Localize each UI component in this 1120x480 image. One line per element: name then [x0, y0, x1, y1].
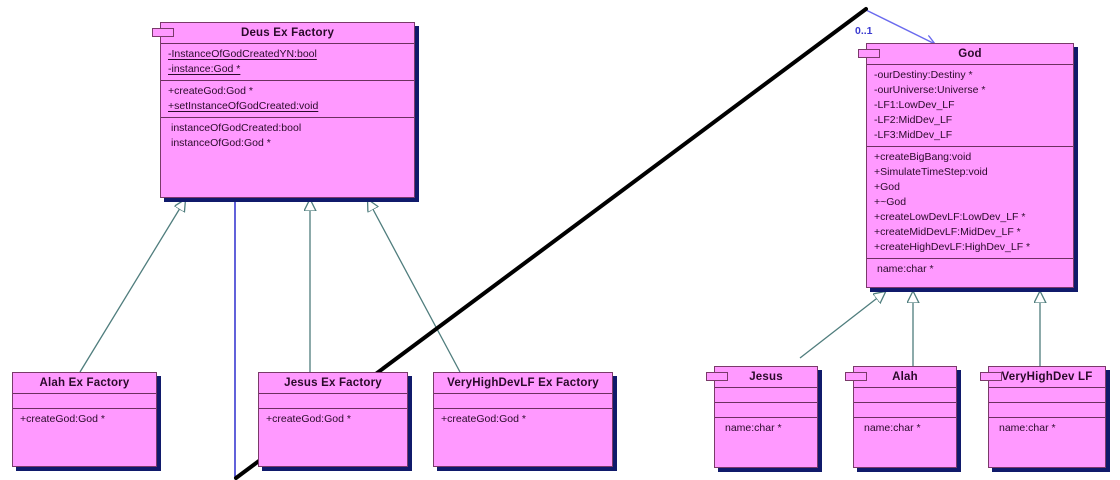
class-tab-icon-deus-ex-factory [152, 28, 174, 37]
class-section-extra-god: name:char * [867, 258, 1073, 280]
class-operation-row: +createGod:God * [20, 413, 105, 425]
class-operation-row: +createGod:God * [266, 413, 351, 425]
class-operation-row: +createBigBang:void [874, 151, 972, 163]
class-title-alah: Alah [892, 371, 918, 383]
class-section-operations-jesus-ex-factory: +createGod:God * [259, 408, 407, 430]
class-extra-row: name:char * [877, 263, 934, 275]
class-tab-icon-alah [845, 372, 867, 381]
class-attribute-row: -ourDestiny:Destiny * [874, 69, 973, 81]
class-operation-row: +createGod:God * [441, 413, 526, 425]
class-attribute-row: -InstanceOfGodCreatedYN:bool [168, 48, 317, 60]
class-title-veryhighdevlf-ex-factory: VeryHighDevLF Ex Factory [447, 377, 599, 389]
class-section-operations-alah-ex-factory: +createGod:God * [13, 408, 156, 430]
multiplicity-label-0-1: 0..1 [855, 25, 873, 37]
class-operation-row: +createHighDevLF:HighDev_LF * [874, 241, 1031, 253]
class-attribute-row: -LF3:MidDev_LF [874, 129, 953, 141]
class-operation-row: +createMidDevLF:MidDev_LF * [874, 226, 1021, 238]
class-title-alah-ex-factory: Alah Ex Factory [39, 377, 130, 389]
class-title-god: God [958, 48, 982, 60]
class-operation-row: +createLowDevLF:LowDev_LF * [874, 211, 1026, 223]
class-section-operations-deus-ex-factory: +createGod:God * +setInstanceOfGodCreate… [161, 80, 414, 117]
class-extra-row: instanceOfGodCreated:bool [171, 122, 302, 134]
class-operation-row: +createGod:God * [168, 85, 253, 97]
class-box-veryhighdevlf-ex-factory[interactable]: VeryHighDevLF Ex Factory +createGod:God … [433, 372, 613, 467]
class-attribute-row: -ourUniverse:Universe * [874, 84, 986, 96]
class-section-attributes-god: -ourDestiny:Destiny * -ourUniverse:Unive… [867, 64, 1073, 146]
class-tab-icon-god [858, 49, 880, 58]
class-section-extra-deus-ex-factory: instanceOfGodCreated:bool instanceOfGod:… [161, 117, 414, 154]
class-title-deus-ex-factory: Deus Ex Factory [240, 27, 335, 39]
class-operation-row: +SimulateTimeStep:void [874, 166, 988, 178]
class-title-veryhighdev-lf: VeryHighDev LF [1001, 371, 1093, 383]
class-section-attributes-alah [854, 387, 956, 402]
class-box-jesus-ex-factory[interactable]: Jesus Ex Factory +createGod:God * [258, 372, 408, 467]
class-extra-row: name:char * [725, 422, 782, 434]
class-section-operations-jesus [715, 402, 817, 417]
class-title-jesus: Jesus [749, 371, 783, 383]
class-section-attributes-veryhighdev-lf [989, 387, 1105, 402]
class-operation-row: +God [874, 181, 900, 193]
class-operation-row: +~God [874, 196, 907, 208]
class-box-jesus[interactable]: Jesus name:char * [706, 366, 818, 468]
generalization-veryhighdevlf-ex-factory-to-deus-ex-factory [368, 200, 461, 373]
class-box-alah[interactable]: Alah name:char * [845, 366, 957, 468]
class-extra-row: instanceOfGod:God * [171, 137, 271, 149]
class-section-extra-veryhighdev-lf: name:char * [989, 417, 1105, 439]
class-extra-row: name:char * [864, 422, 921, 434]
class-attribute-row: -LF2:MidDev_LF [874, 114, 953, 126]
class-section-extra-alah: name:char * [854, 417, 956, 439]
class-section-operations-veryhighdevlf-ex-factory: +createGod:God * [434, 408, 612, 430]
generalization-jesus-to-god [799, 292, 885, 359]
class-section-attributes-alah-ex-factory [13, 393, 156, 408]
class-attribute-row: -instance:God * [168, 63, 241, 75]
class-tab-icon-jesus [706, 372, 728, 381]
class-section-operations-god: +createBigBang:void +SimulateTimeStep:vo… [867, 146, 1073, 258]
class-section-attributes-veryhighdevlf-ex-factory [434, 393, 612, 408]
class-title-jesus-ex-factory: Jesus Ex Factory [284, 377, 382, 389]
class-section-attributes-jesus [715, 387, 817, 402]
class-box-god[interactable]: God -ourDestiny:Destiny * -ourUniverse:U… [858, 43, 1074, 288]
generalization-alah-ex-factory-to-deus-ex-factory [79, 200, 185, 373]
class-section-extra-jesus: name:char * [715, 417, 817, 439]
class-section-operations-alah [854, 402, 956, 417]
class-section-operations-veryhighdev-lf [989, 402, 1105, 417]
class-extra-row: name:char * [999, 422, 1056, 434]
class-section-attributes-deus-ex-factory: -InstanceOfGodCreatedYN:bool -instance:G… [161, 43, 414, 80]
class-box-alah-ex-factory[interactable]: Alah Ex Factory +createGod:God * [12, 372, 157, 467]
class-box-veryhighdev-lf[interactable]: VeryHighDev LF name:char * [980, 366, 1106, 468]
class-attribute-row: -LF1:LowDev_LF [874, 99, 955, 111]
class-operation-row: +setInstanceOfGodCreated:void [168, 100, 319, 112]
class-section-attributes-jesus-ex-factory [259, 393, 407, 408]
class-box-deus-ex-factory[interactable]: Deus Ex Factory -InstanceOfGodCreatedYN:… [152, 22, 415, 198]
class-tab-icon-veryhighdev-lf [980, 372, 1002, 381]
